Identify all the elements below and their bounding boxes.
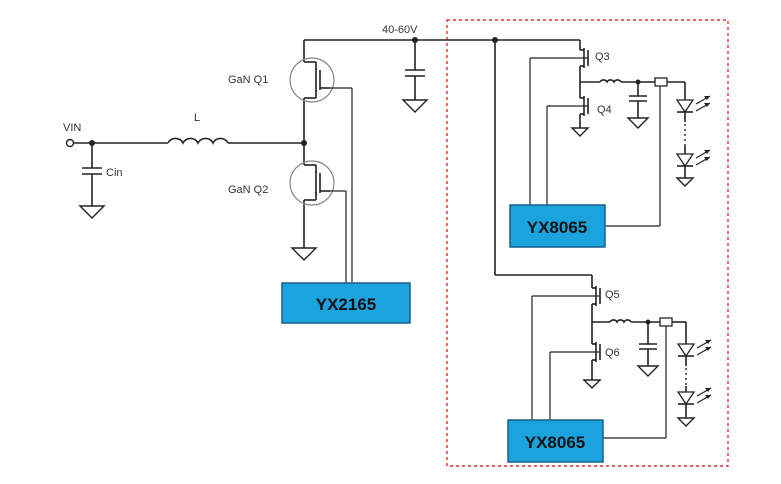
vin-terminal [65, 138, 75, 148]
transistor-q5 [531, 286, 601, 420]
output-capacitor-top [629, 82, 647, 118]
q3-label: Q3 [595, 51, 610, 63]
led-string-top [675, 95, 711, 178]
ground-symbol [78, 205, 106, 219]
chip-yx8065-top: YX8065 [509, 204, 606, 248]
gan-transistor-q2 [289, 160, 347, 283]
output-inductor-top [599, 79, 622, 84]
sense-resistor-top [654, 77, 668, 87]
chip-yx8065-top-label: YX8065 [527, 218, 588, 237]
q4-label: Q4 [597, 104, 612, 116]
ground-symbol [401, 99, 429, 113]
cin-label: Cin [106, 167, 123, 179]
ground-symbol [676, 417, 696, 427]
chip-yx2165-label: YX2165 [316, 295, 377, 314]
inductor [167, 137, 229, 146]
ground-symbol [582, 379, 602, 389]
ground-symbol [636, 365, 660, 377]
input-capacitor [82, 143, 102, 206]
transistor-q3 [529, 40, 589, 205]
q2-label: GaN Q2 [228, 184, 268, 196]
bus-voltage-label: 40-60V [382, 24, 418, 36]
q1-label: GaN Q1 [228, 74, 268, 86]
ground-symbol [626, 117, 650, 129]
chip-yx8065-bottom: YX8065 [507, 419, 604, 463]
transistor-q6 [549, 322, 601, 420]
transistor-q4 [546, 82, 589, 205]
led-string-bottom [676, 339, 712, 418]
chip-yx2165: YX2165 [281, 282, 411, 324]
q5-label: Q5 [605, 289, 620, 301]
gan-transistor-q1 [289, 57, 353, 283]
output-capacitor-bottom [639, 322, 657, 366]
inductor-label: L [194, 112, 200, 124]
ground-symbol [570, 127, 590, 137]
sense-resistor-bottom [659, 317, 673, 327]
q6-label: Q6 [605, 347, 620, 359]
bus-capacitor [405, 40, 425, 100]
ground-symbol [675, 177, 695, 187]
vin-label: VIN [63, 122, 81, 134]
output-inductor-bottom [609, 319, 632, 324]
chip-yx8065-bottom-label: YX8065 [525, 433, 586, 452]
ground-symbol [290, 247, 318, 261]
led-driver-boundary [446, 19, 729, 467]
